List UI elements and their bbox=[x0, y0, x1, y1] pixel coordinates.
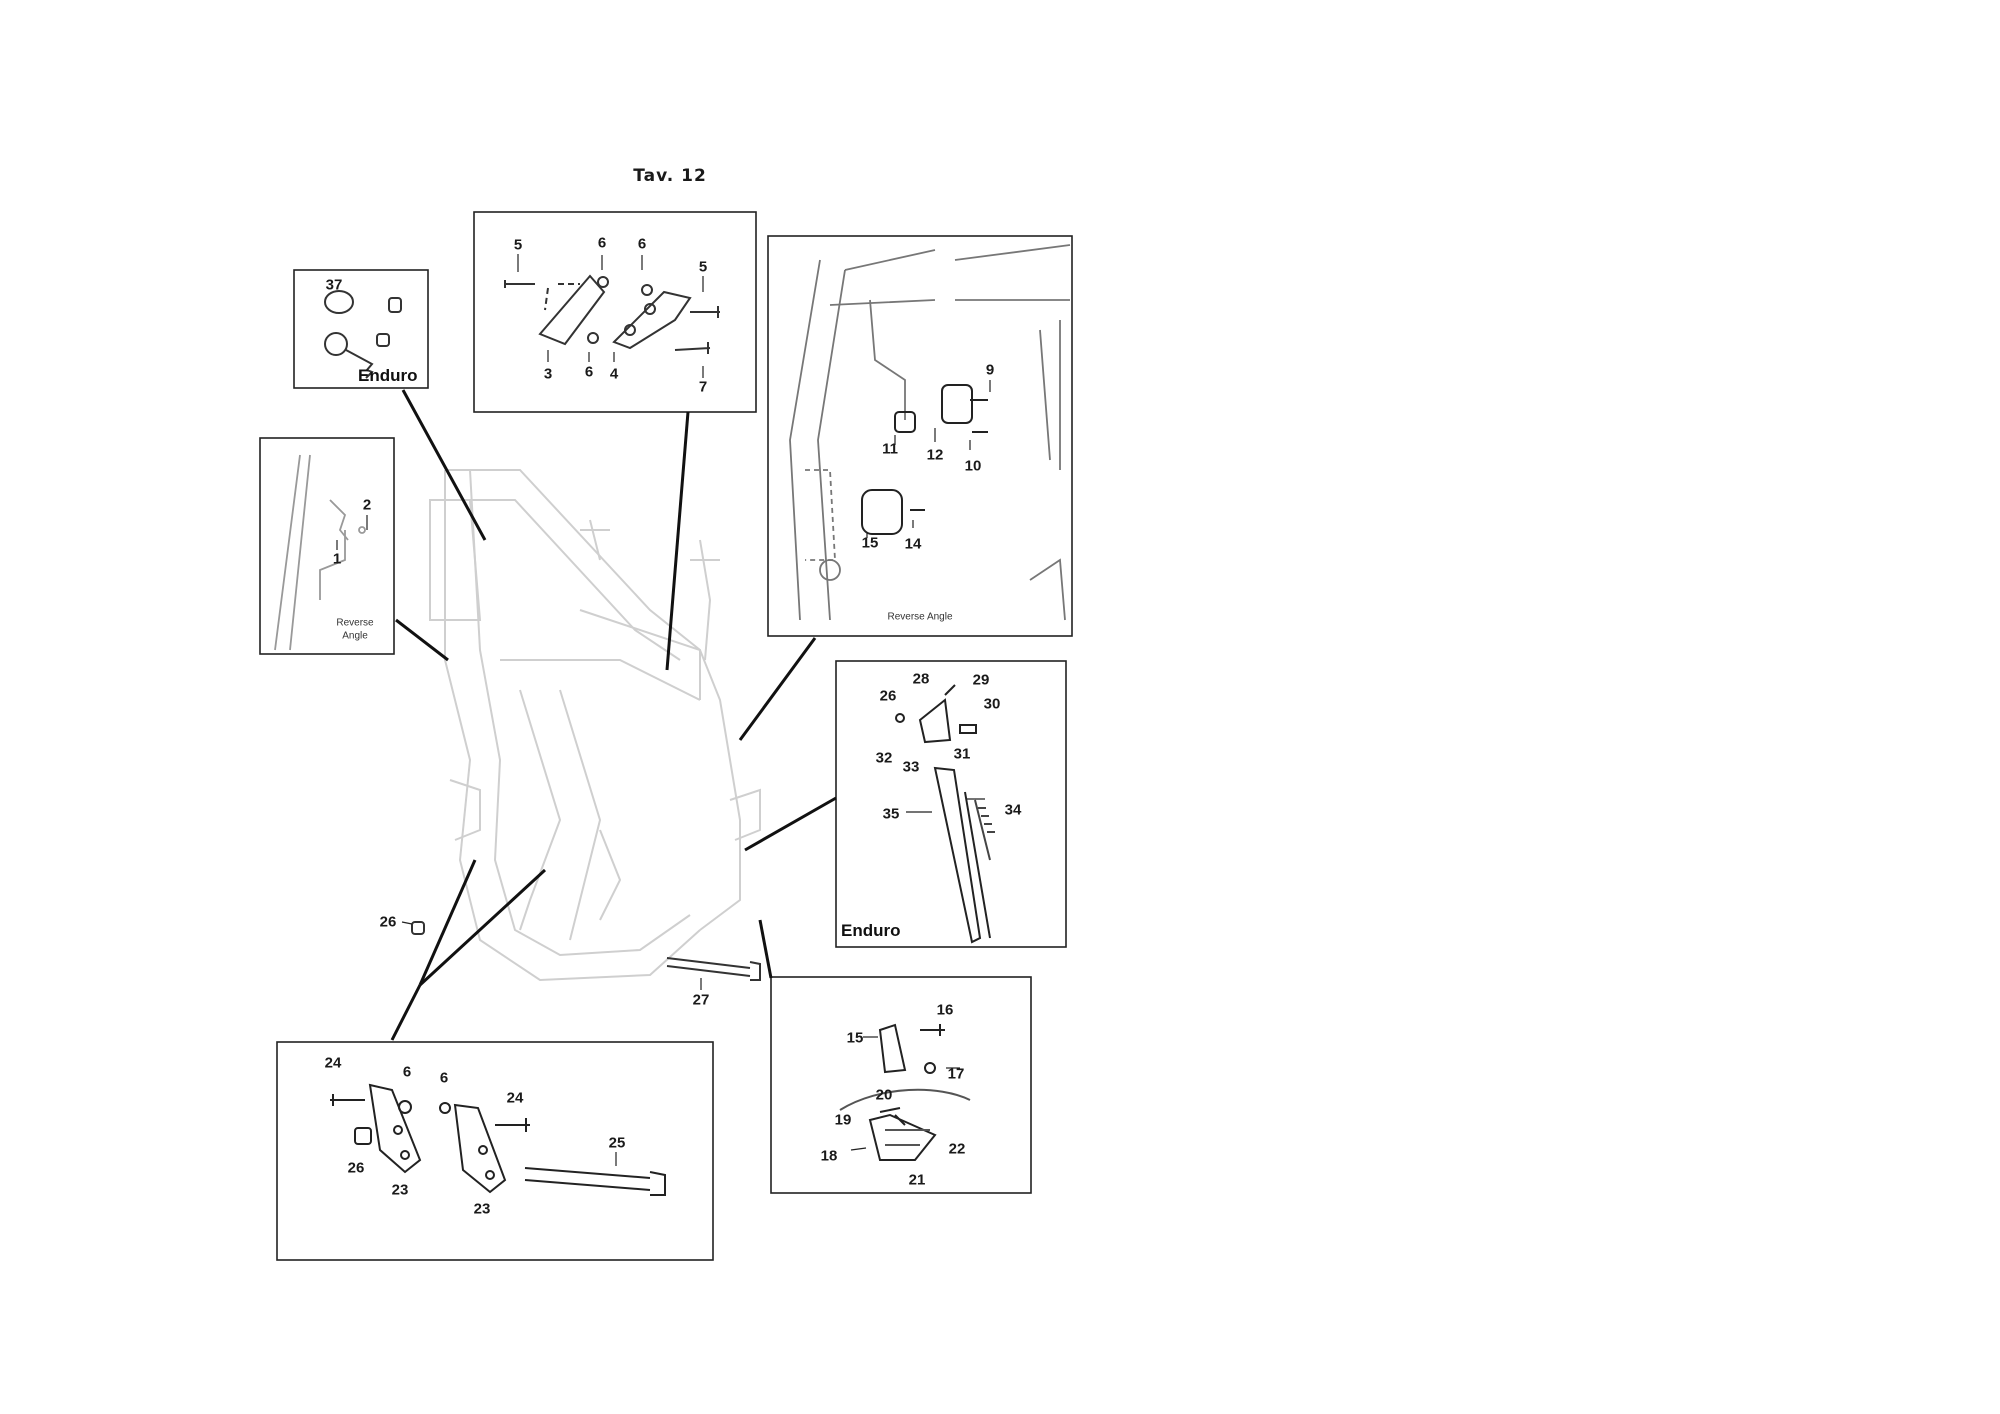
part-number-2: 2 bbox=[362, 496, 372, 514]
part-number-6: 6 bbox=[439, 1069, 449, 1087]
part-number-15: 15 bbox=[846, 1029, 864, 1047]
part-number-33: 32 bbox=[875, 749, 893, 767]
part-number-3: 3 bbox=[543, 365, 553, 383]
loose-parts bbox=[411, 921, 761, 981]
main-frame bbox=[429, 469, 761, 982]
part-number-5: 5 bbox=[513, 236, 523, 254]
part-number-36: 35 bbox=[882, 805, 900, 823]
sidestand bbox=[895, 684, 995, 944]
part-number-26: 26 bbox=[347, 1159, 365, 1177]
part-number-17: 17 bbox=[947, 1065, 965, 1083]
part-number-9: 9 bbox=[985, 361, 995, 379]
part-number-32: 31 bbox=[953, 745, 971, 763]
box-enduro-key-label: Enduro bbox=[358, 366, 418, 385]
engine-brackets bbox=[504, 274, 720, 354]
part-number-7: 7 bbox=[698, 378, 708, 396]
part-number-25: 25 bbox=[608, 1134, 626, 1152]
part-number-6: 6 bbox=[584, 363, 594, 381]
angle-label-left: Angle bbox=[342, 630, 368, 642]
part-number-37: 37 bbox=[325, 276, 343, 294]
part-number-11: 11 bbox=[882, 440, 898, 458]
bushings bbox=[861, 384, 988, 535]
part-number-23: 23 bbox=[473, 1200, 491, 1218]
part-number-1: 1 bbox=[332, 550, 342, 568]
footrest-plates bbox=[330, 1083, 666, 1196]
part-number-28: 26 bbox=[879, 687, 897, 705]
part-number-16: 16 bbox=[936, 1001, 954, 1019]
part-number-27: 27 bbox=[692, 991, 710, 1009]
part-number-35: 34 bbox=[1004, 801, 1022, 819]
part-leaders bbox=[336, 254, 991, 1166]
part-number-14: 15 bbox=[861, 534, 879, 552]
part-number-6: 6 bbox=[402, 1063, 412, 1081]
frame-detail-left bbox=[274, 454, 366, 651]
leader-lines bbox=[390, 389, 837, 1041]
detail-box-outlines bbox=[259, 211, 1073, 1261]
part-number-10: 10 bbox=[964, 457, 982, 475]
reverse-label-left: Reverse bbox=[336, 617, 374, 629]
part-number-26: 26 bbox=[379, 913, 397, 931]
part-number-13: 14 bbox=[904, 535, 922, 553]
part-number-29: 28 bbox=[912, 670, 930, 688]
part-number-30: 29 bbox=[972, 671, 990, 689]
part-number-6: 6 bbox=[597, 234, 607, 252]
part-number-5: 5 bbox=[698, 258, 708, 276]
sheet-title: Tav. 12 bbox=[633, 166, 707, 186]
part-number-24: 24 bbox=[324, 1054, 342, 1072]
part-number-22: 22 bbox=[948, 1140, 966, 1158]
key-icon bbox=[324, 290, 402, 379]
footpeg bbox=[839, 1023, 971, 1161]
box-enduro-sidestand-label: Enduro bbox=[841, 921, 901, 940]
part-number-19: 19 bbox=[834, 1111, 852, 1129]
part-number-31: 30 bbox=[983, 695, 1001, 713]
part-number-21: 21 bbox=[908, 1171, 926, 1189]
part-number-4: 4 bbox=[609, 365, 619, 383]
part-number-24: 24 bbox=[506, 1089, 524, 1107]
frame-detail-reverse bbox=[789, 244, 1071, 621]
part-number-12: 12 bbox=[926, 446, 944, 464]
part-number-20: 20 bbox=[875, 1086, 893, 1104]
part-number-34: 33 bbox=[902, 758, 920, 776]
part-number-23: 23 bbox=[391, 1181, 409, 1199]
part-number-6: 6 bbox=[637, 235, 647, 253]
part-number-18: 18 bbox=[820, 1147, 838, 1165]
reverse-angle-label-right: Reverse Angle bbox=[887, 611, 953, 623]
